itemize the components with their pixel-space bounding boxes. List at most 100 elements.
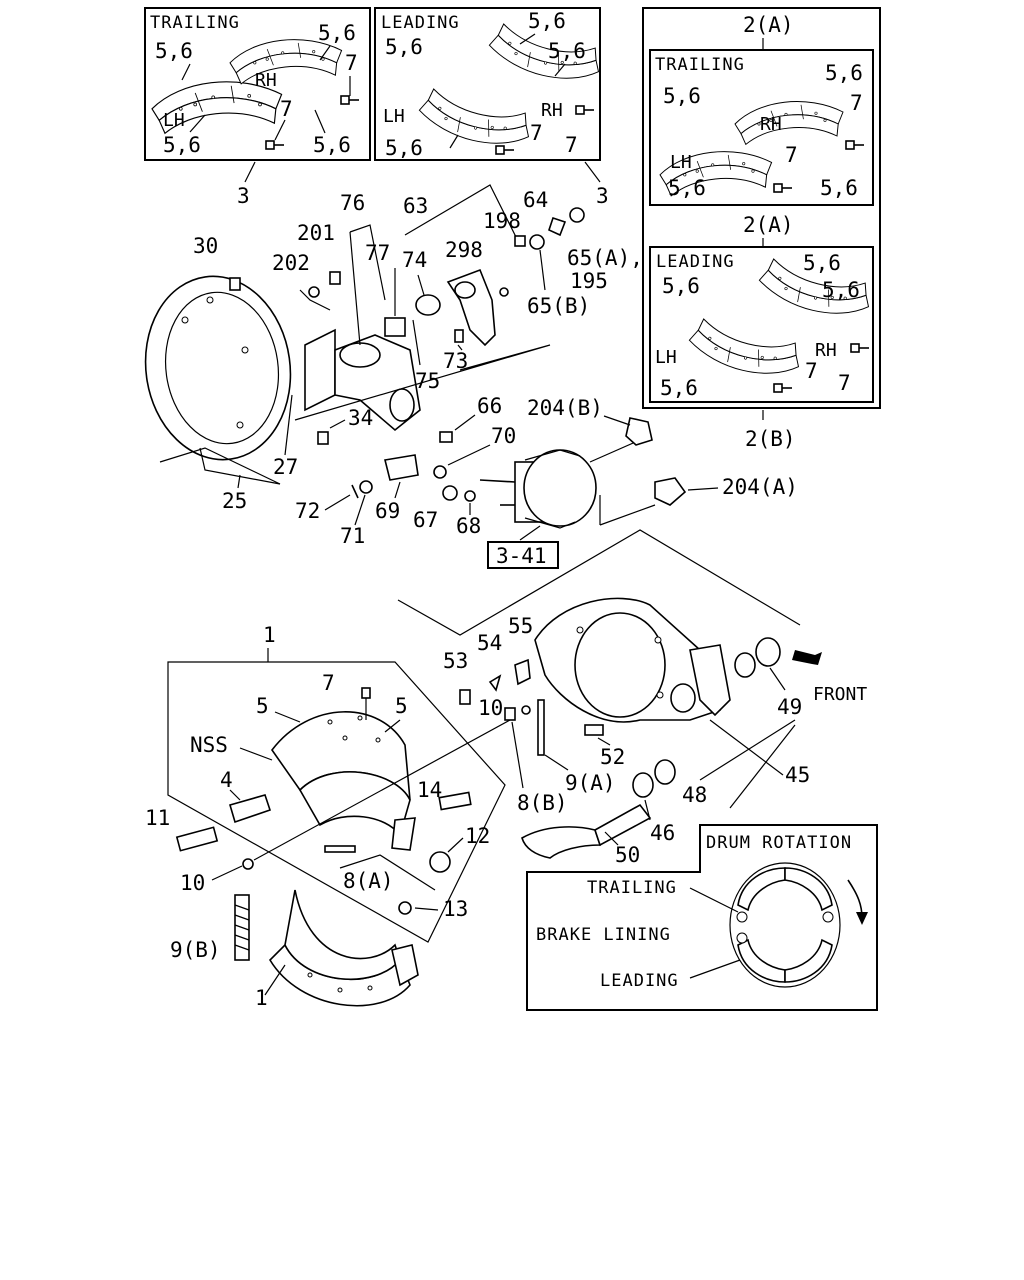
trailing-title: TRAILING [150, 13, 240, 33]
washer-46 [632, 772, 654, 798]
kit-2b-screw-1 [773, 383, 793, 393]
label-68: 68 [456, 514, 481, 538]
backing-plate [144, 275, 292, 461]
trailing-screw-label-2: 7 [280, 97, 293, 121]
kit-2b-lining-label-4: 5,6 [660, 376, 698, 400]
bolt-201 [329, 271, 341, 285]
bolt-14 [438, 791, 472, 811]
kit-2a-screw-label-2: 7 [785, 143, 798, 167]
rotation-trailing-label: TRAILING [587, 878, 677, 898]
roller-4 [229, 794, 272, 824]
pin-8b [504, 707, 516, 721]
kit-2b-lining-label-3: 5,6 [822, 278, 860, 302]
kit-2a-screw-1 [845, 140, 865, 150]
clip-13 [398, 901, 412, 915]
bolt-52 [584, 724, 604, 736]
nut-67 [442, 485, 458, 501]
label-10-lower: 10 [180, 871, 205, 895]
trailing-lining-label-1: 5,6 [155, 39, 193, 63]
kit-2b-rh-label: RH [815, 340, 837, 361]
leading-screw-2 [575, 105, 595, 115]
label-204a: 204(A) [722, 475, 798, 499]
kit-2a-lining-label-3: 5,6 [668, 176, 706, 200]
trailing-kit-box: TRAILING 5,6 5,6 RH LH 5,6 5,6 7 7 [144, 7, 371, 161]
label-198: 198 [483, 209, 521, 233]
kit-2a-lining-label-2: 5,6 [663, 84, 701, 108]
label-63: 63 [403, 194, 428, 218]
label-71: 71 [340, 524, 365, 548]
kit-2b-lh-label: LH [655, 347, 677, 368]
leading-screw-1 [495, 145, 515, 155]
bolt-30 [229, 277, 241, 291]
label-nss: NSS [190, 733, 228, 757]
label-298: 298 [445, 238, 483, 262]
seal-74 [415, 294, 441, 316]
leading-title: LEADING [381, 13, 460, 33]
washer-202 [308, 286, 320, 298]
label-30: 30 [193, 234, 218, 258]
kit-2b-lining-label-1: 5,6 [803, 251, 841, 275]
label-67: 67 [413, 508, 438, 532]
label-202: 202 [272, 251, 310, 275]
label-55: 55 [508, 614, 533, 638]
ring-65b [529, 234, 545, 250]
label-12: 12 [465, 824, 490, 848]
spring-9a [537, 699, 545, 756]
pin-73 [454, 329, 464, 343]
label-49: 49 [777, 695, 802, 719]
seal-48 [654, 759, 676, 785]
slack-adjuster [446, 268, 496, 347]
rotation-leading-label: LEADING [600, 971, 679, 991]
trailing-lh-label: LH [163, 110, 185, 131]
bolt-34 [317, 431, 329, 445]
label-74: 74 [402, 248, 427, 272]
trailing-screw-label-1: 7 [345, 51, 358, 75]
drum-rotation-title: DRUM ROTATION [706, 833, 852, 853]
label-69: 69 [375, 499, 400, 523]
valve-204b [625, 417, 653, 446]
trailing-lining-label-3: 5,6 [163, 133, 201, 157]
front-label: FRONT [813, 684, 867, 705]
label-53: 53 [443, 649, 468, 673]
kit-2b-screw-2 [850, 343, 870, 353]
ref-3-41-label: 3-41 [496, 544, 547, 568]
drum-rotation-box: DRUM ROTATION TRAILING BRAKE LINING LEAD… [526, 824, 878, 1011]
bushing-12 [429, 851, 451, 873]
kit-2b-label: 2(B) [745, 427, 796, 451]
label-8b: 8(B) [517, 791, 568, 815]
kit-2a-label-top: 2(A) [743, 13, 794, 37]
kit-3-label-right: 3 [596, 184, 609, 208]
label-195: 195 [570, 269, 608, 293]
trailing-screw-1 [340, 95, 360, 105]
leading-lining-label-1: 5,6 [528, 9, 566, 33]
label-76: 76 [340, 191, 365, 215]
valve-204a [654, 477, 687, 506]
label-73: 73 [443, 349, 468, 373]
label-1-top: 1 [263, 623, 276, 647]
kit-2b-screw-label-1: 7 [805, 359, 818, 383]
label-27: 27 [273, 455, 298, 479]
bushing-49b [755, 637, 781, 667]
clip-10-upper [521, 705, 531, 715]
bushing-49a [734, 652, 756, 678]
label-72: 72 [295, 499, 320, 523]
label-204b: 204(B) [527, 396, 603, 420]
bushing-77 [384, 317, 406, 337]
kit-3-label-left: 3 [237, 184, 250, 208]
kit-2b-screw-label-2: 7 [838, 371, 851, 395]
kit-2a-screw-2 [773, 183, 793, 193]
label-54: 54 [477, 631, 502, 655]
ref-3-41-box [487, 541, 559, 569]
leading-lining-label-3: 5,6 [548, 39, 586, 63]
label-66: 66 [477, 394, 502, 418]
label-65a: 65(A), [567, 246, 643, 270]
leading-lining-label-4: 5,6 [385, 136, 423, 160]
label-52: 52 [600, 745, 625, 769]
label-7: 7 [322, 671, 335, 695]
label-46: 46 [650, 821, 675, 845]
bolt-53 [459, 689, 471, 705]
washer-71 [359, 480, 373, 494]
bolt-66 [439, 431, 453, 443]
kit-2a-leading-title: LEADING [656, 252, 735, 272]
label-13: 13 [443, 897, 468, 921]
